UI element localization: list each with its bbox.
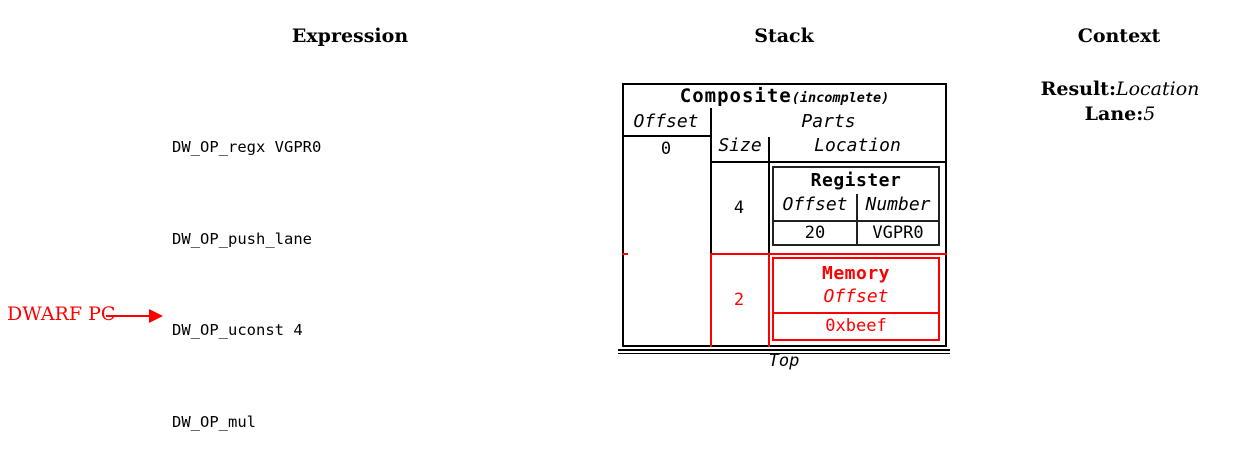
expression-column-title: Expression [291, 25, 409, 47]
expression-op-list: DW_OP_regx VGPR0 DW_OP_push_lane DW_OP_u… [172, 71, 349, 468]
stack-top-label: Top [768, 351, 800, 371]
register-offset-header: Offset [782, 193, 848, 215]
dwarf-pc-arrow-head [149, 309, 163, 323]
stack-top-rule-upper [618, 349, 950, 351]
memory-part-size: 2 [733, 290, 745, 310]
register-part-size: 4 [733, 198, 745, 218]
memory-row-left-divider [710, 255, 712, 347]
op-line: DW_OP_push_lane [172, 229, 312, 248]
op-line: DW_OP_uconst 4 [172, 321, 303, 340]
offset-column-header: Offset [633, 110, 699, 132]
memory-value-topline [774, 312, 938, 314]
register-offset-value: 20 [804, 223, 826, 243]
composite-title-row: Composite(incomplete) [622, 85, 947, 107]
op-line: DW_OP_mul [172, 413, 256, 432]
dwarf-pc-arrow-tail [106, 315, 150, 317]
parts-column-header: Parts [801, 110, 856, 132]
register-values-topline [774, 220, 938, 222]
size-column-header: Size [718, 134, 762, 156]
lane-value: 5 [1143, 103, 1156, 125]
memory-location-table: Memory Offset 0xbeef [772, 257, 940, 341]
offset-parts-divider [710, 108, 712, 253]
location-column-header: Location [814, 134, 901, 156]
memory-offset-header: Offset [823, 285, 889, 307]
memory-row-topline [710, 253, 947, 255]
stack-top-rule-lower [618, 353, 950, 354]
dwarf-pc-label: DWARF PC [7, 303, 116, 325]
lane-label: Lane: [1084, 103, 1144, 125]
offset-header-underline [622, 135, 712, 137]
register-columns-divider [856, 194, 858, 244]
register-number-value: VGPR0 [872, 223, 924, 243]
composite-incomplete-note: (incomplete) [791, 90, 890, 106]
stack-column-title: Stack [754, 25, 814, 47]
memory-offset-value: 0xbeef [825, 316, 887, 336]
size-location-divider [768, 137, 770, 253]
result-label: Result: [1040, 78, 1116, 100]
context-result-line: Result:Location [1020, 77, 1220, 102]
size-location-underline [710, 161, 947, 163]
op-line: DW_OP_regx VGPR0 [172, 138, 322, 157]
offset-value: 0 [660, 139, 672, 159]
stack-composite-table: Composite(incomplete) Offset Parts 0 Siz… [622, 83, 947, 347]
composite-title: Composite [679, 85, 792, 107]
register-number-header: Number [865, 193, 931, 215]
context-column-title: Context [1077, 25, 1161, 47]
context-panel: Result:Location Lane:5 [1020, 77, 1220, 127]
result-value: Location [1115, 78, 1200, 100]
memory-row-size-divider [768, 253, 770, 347]
register-location-table: Register Offset Number 20 VGPR0 [772, 166, 940, 246]
memory-title: Memory [821, 262, 891, 284]
context-lane-line: Lane:5 [1020, 102, 1220, 127]
memory-row-border-tick [622, 253, 628, 255]
register-title: Register [810, 169, 902, 191]
